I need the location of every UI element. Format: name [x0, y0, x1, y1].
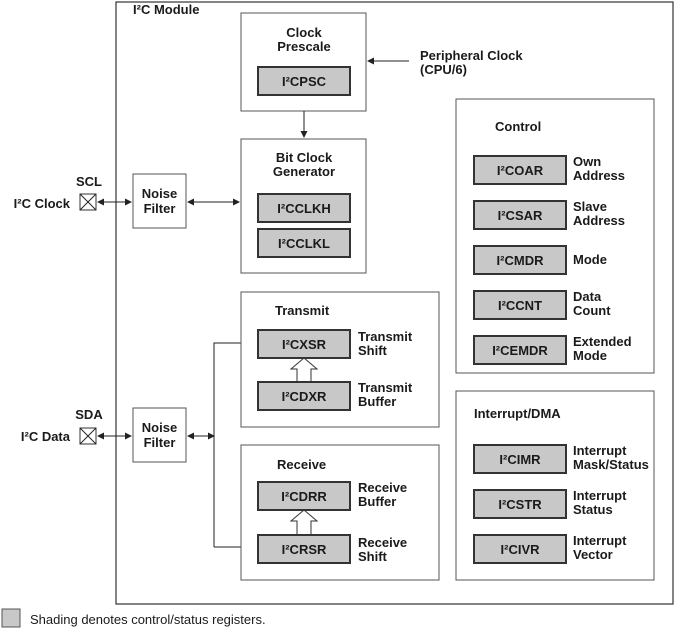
- module-title: I²C Module: [133, 2, 199, 17]
- register-i2cxsr-label: I²CXSR: [282, 337, 327, 352]
- register-icivr: [473, 534, 567, 564]
- transmit-title: Transmit: [275, 303, 330, 318]
- sda-noise-filter-label-1: Noise: [142, 420, 177, 435]
- iccnt-desc-2: Count: [573, 303, 611, 318]
- clock-prescale-title-2: Prescale: [277, 39, 331, 54]
- rsr-to-drr-hollow-arrow: [289, 509, 319, 536]
- register-icoar: [473, 155, 567, 185]
- bit-clock-title-2: Generator: [273, 164, 335, 179]
- register-icstr-label: I²CSTR: [498, 497, 542, 512]
- rsr-desc-1: Receive: [358, 535, 407, 550]
- legend-swatch: [1, 608, 21, 628]
- register-iccnt-label: I²CCNT: [498, 298, 542, 313]
- scl-noise-filter: [132, 173, 187, 229]
- xsr-desc-2: Shift: [358, 343, 388, 358]
- control-title: Control: [495, 119, 541, 134]
- icoar-desc-2: Address: [573, 168, 625, 183]
- icsar-desc-2: Address: [573, 213, 625, 228]
- register-i2cclkh: [257, 193, 351, 223]
- i2c-clock-label: I²C Clock: [14, 196, 71, 211]
- interrupt-dma-title: Interrupt/DMA: [474, 406, 561, 421]
- register-i2cdrr: [257, 481, 351, 511]
- control-registers: I²COAROwnAddressI²CSARSlaveAddressI²CMDR…: [473, 154, 632, 365]
- register-icsar-label: I²CSAR: [498, 208, 543, 223]
- icimr-desc-1: Interrupt: [573, 443, 627, 458]
- register-i2cpsc: [257, 66, 351, 96]
- register-i2cdxr: [257, 381, 351, 411]
- bit-clock-title-1: Bit Clock: [276, 150, 333, 165]
- dxr-desc-2: Buffer: [358, 394, 396, 409]
- icemdr-desc-1: Extended: [573, 334, 632, 349]
- peripheral-clock-label-2: (CPU/6): [420, 62, 467, 77]
- dxr-desc-1: Transmit: [358, 380, 413, 395]
- icsar-desc-1: Slave: [573, 199, 607, 214]
- drr-desc-2: Buffer: [358, 494, 396, 509]
- register-icsar: [473, 200, 567, 230]
- i2c-data-label: I²C Data: [21, 429, 71, 444]
- icivr-desc-2: Vector: [573, 547, 613, 562]
- scl-pin-icon: [79, 193, 97, 211]
- scl-label: SCL: [76, 174, 102, 189]
- dxr-to-xsr-hollow-arrow: [289, 357, 319, 383]
- register-i2crsr: [257, 534, 351, 564]
- register-i2crsr-label: I²CRSR: [282, 542, 327, 557]
- receive-title: Receive: [277, 457, 326, 472]
- register-i2cclkl: [257, 228, 351, 258]
- register-iccnt: [473, 290, 567, 320]
- register-icimr: [473, 444, 567, 474]
- peripheral-clock-label-1: Peripheral Clock: [420, 48, 523, 63]
- clock-prescale-title-1: Clock: [286, 25, 322, 40]
- register-icivr-label: I²CIVR: [501, 542, 541, 557]
- sda-noise-filter: [132, 407, 187, 463]
- sda-noise-filter-label-2: Filter: [144, 435, 176, 450]
- register-i2cdxr-label: I²CDXR: [282, 389, 327, 404]
- sda-pin-icon: [79, 427, 97, 445]
- scl-noise-filter-label-2: Filter: [144, 201, 176, 216]
- register-i2cclkl-label: I²CCLKL: [278, 236, 330, 251]
- iccnt-desc-1: Data: [573, 289, 602, 304]
- icoar-desc-1: Own: [573, 154, 601, 169]
- i2c-module-frame: [115, 1, 674, 605]
- scl-noise-filter-label-1: Noise: [142, 186, 177, 201]
- register-icemdr: [473, 335, 567, 365]
- rsr-desc-2: Shift: [358, 549, 388, 564]
- register-icemdr-label: I²CEMDR: [492, 343, 548, 358]
- icimr-desc-2: Mask/Status: [573, 457, 649, 472]
- register-icmdr: [473, 245, 567, 275]
- interrupt-registers: I²CIMRInterruptMask/StatusI²CSTRInterrup…: [473, 443, 649, 564]
- icivr-desc-1: Interrupt: [573, 533, 627, 548]
- register-icoar-label: I²COAR: [497, 163, 544, 178]
- legend-text: Shading denotes control/status registers…: [30, 612, 266, 627]
- register-icmdr-label: I²CMDR: [497, 253, 545, 268]
- sda-label: SDA: [75, 407, 103, 422]
- register-i2cclkh-label: I²CCLKH: [277, 201, 330, 216]
- control-block: [455, 98, 655, 374]
- register-icimr-label: I²CIMR: [499, 452, 541, 467]
- register-i2cdrr-label: I²CDRR: [281, 489, 327, 504]
- xsr-desc-1: Transmit: [358, 329, 413, 344]
- icmdr-desc-1: Mode: [573, 252, 607, 267]
- icstr-desc-2: Status: [573, 502, 613, 517]
- icemdr-desc-2: Mode: [573, 348, 607, 363]
- drr-desc-1: Receive: [358, 480, 407, 495]
- register-i2cpsc-label: I²CPSC: [282, 74, 327, 89]
- icstr-desc-1: Interrupt: [573, 488, 627, 503]
- register-icstr: [473, 489, 567, 519]
